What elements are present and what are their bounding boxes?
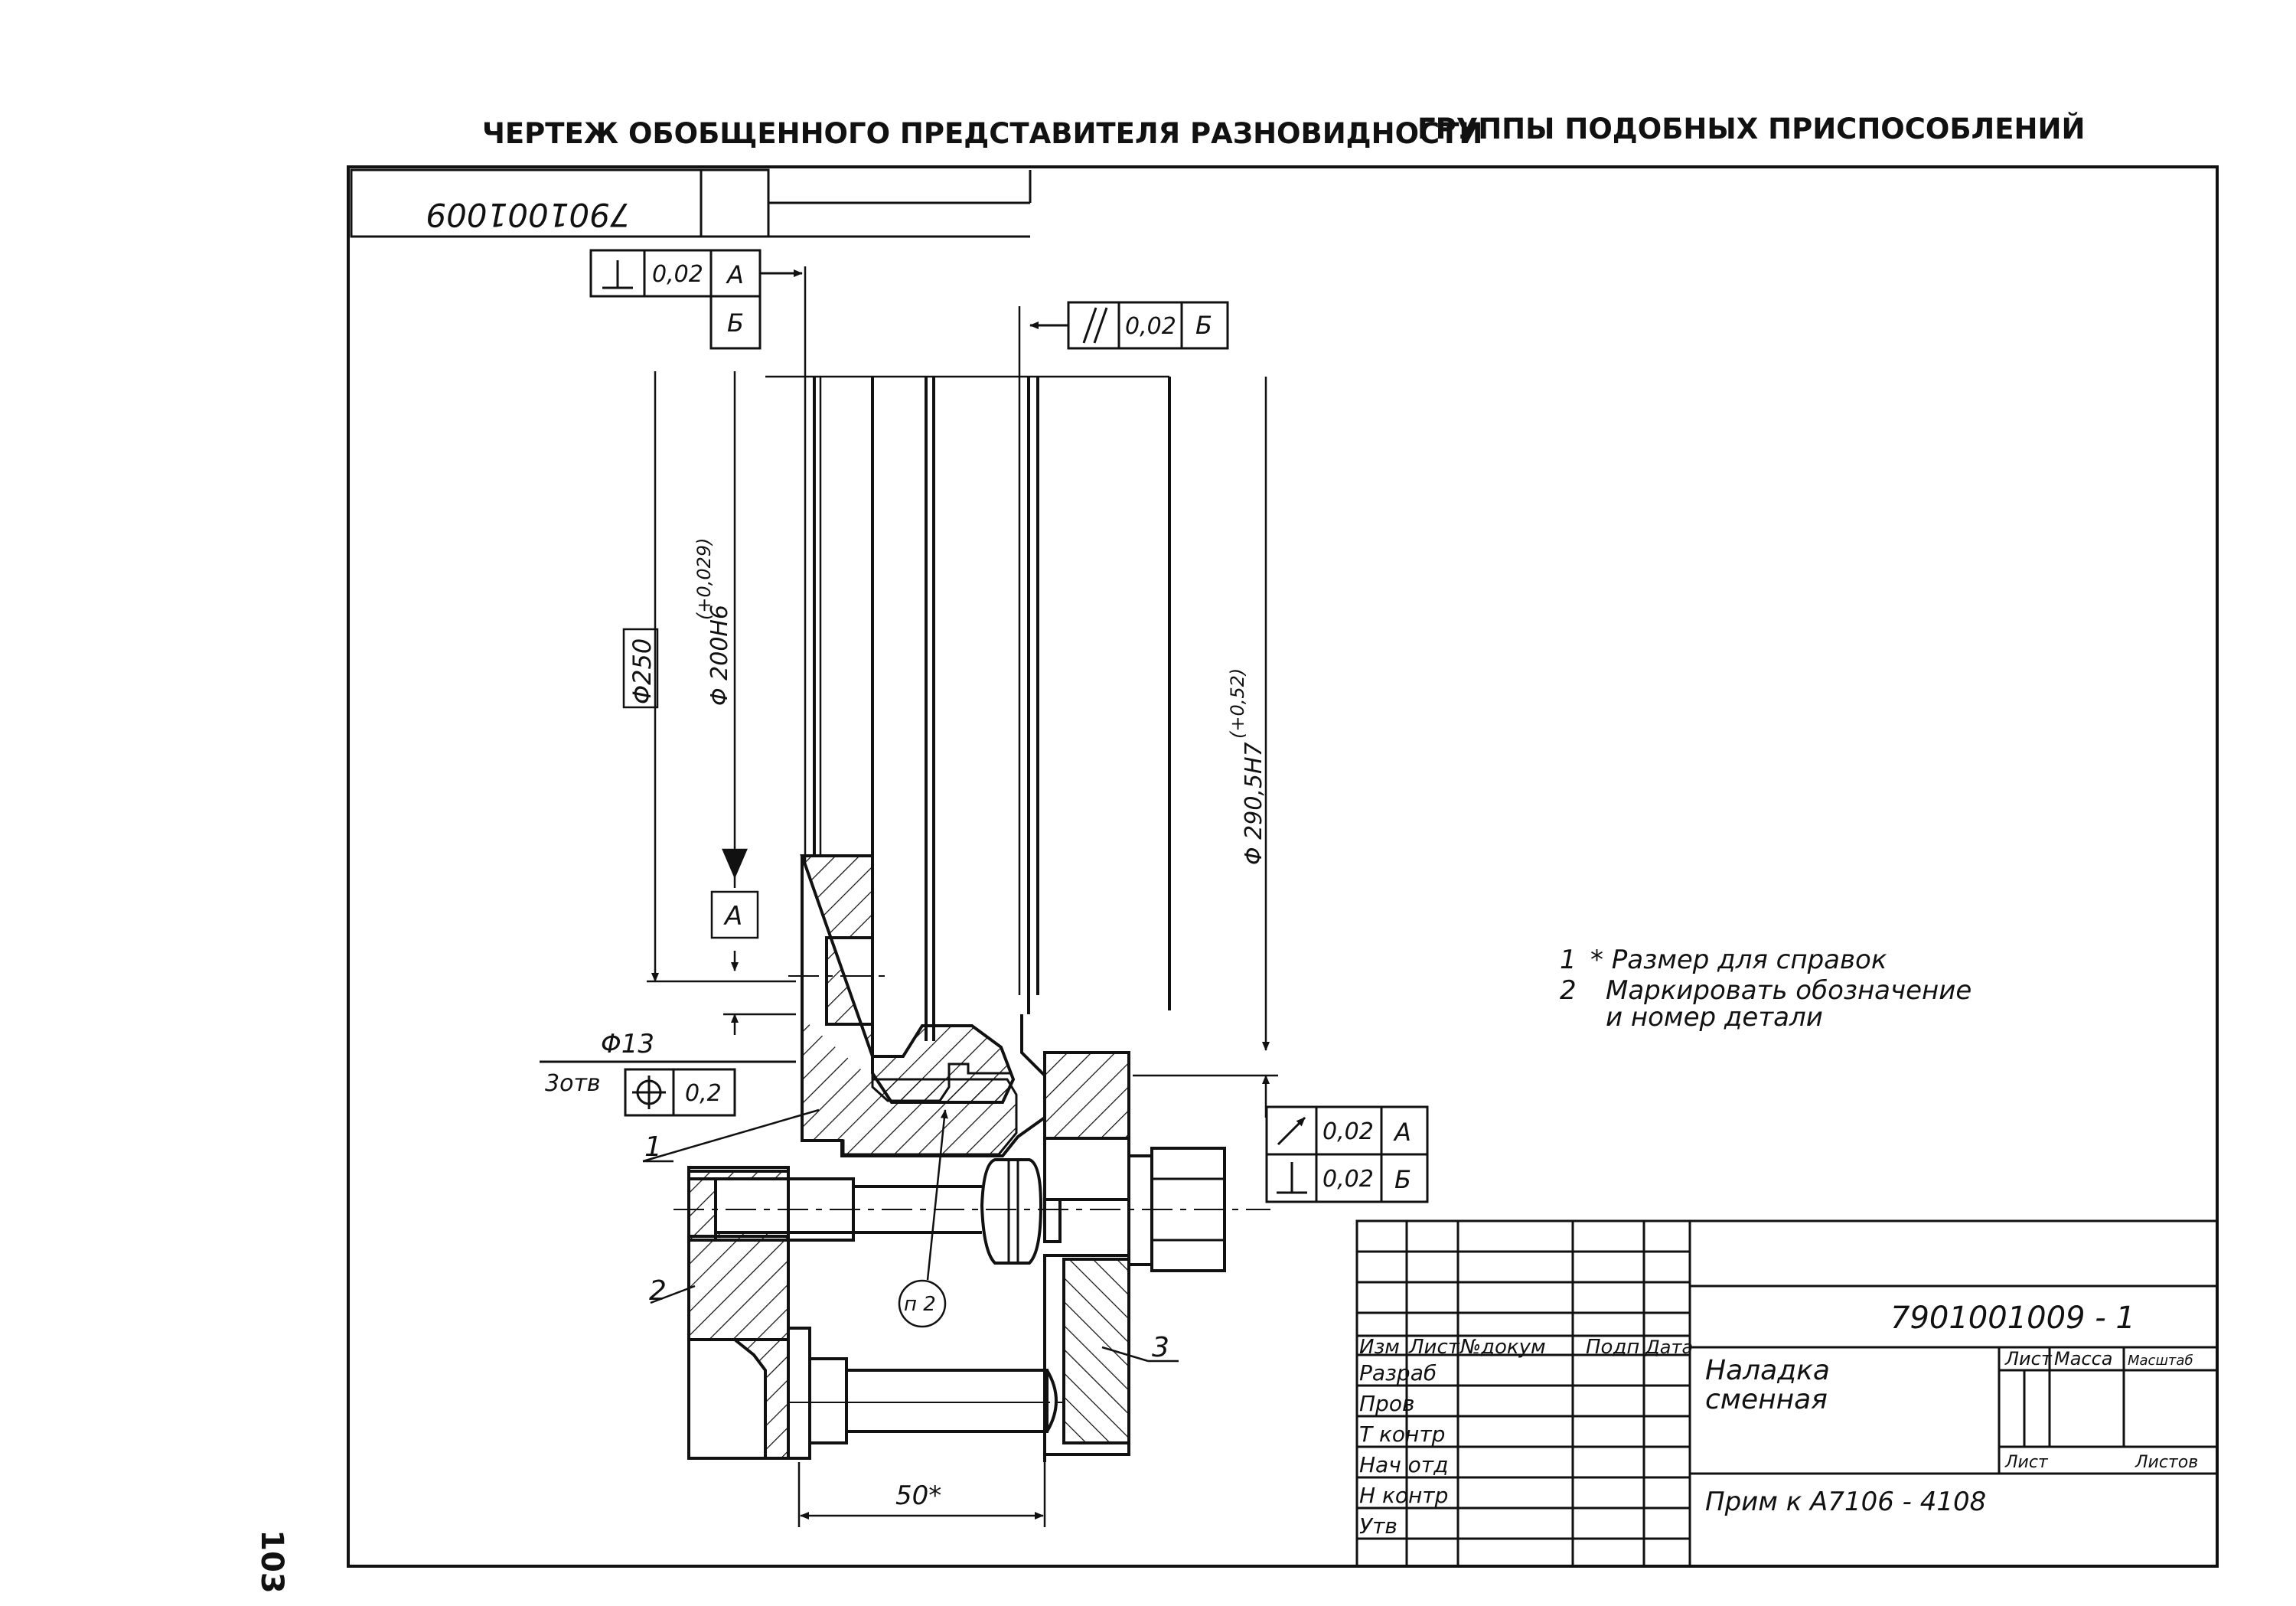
callout-p2: п 2 [904, 1293, 936, 1316]
pos-holes: 3отв [545, 1070, 601, 1097]
tolerance-frame-perp-bottom: 0,02 Б [1265, 1153, 1429, 1203]
tb-scale: Масштаб [2128, 1353, 2193, 1369]
tol-value: 0,02 [652, 261, 703, 288]
name-line2: сменная [1705, 1384, 1828, 1415]
notes: 1 * Размер для справок 2 Маркировать обо… [1560, 945, 1971, 1033]
note-2-line1: Маркировать обозначение [1606, 975, 1971, 1006]
tb-sheets-label: Листов [2135, 1453, 2198, 1472]
row-utv: Утв [1359, 1513, 1397, 1539]
tb-sheet: Лист [2004, 1348, 2053, 1369]
tol-value: 0,02 [1322, 1166, 1374, 1193]
tol-base2: Б [727, 308, 744, 338]
col-data: Дата [1645, 1337, 1693, 1358]
note-1-text: * Размер для справок [1590, 945, 1887, 975]
row-nkontr: Н контр [1359, 1483, 1448, 1508]
title-block [1355, 1219, 2219, 1568]
pos-value: 0,2 [685, 1080, 722, 1107]
dim-d250: Φ250 [628, 638, 657, 704]
tol-value: 0,02 [1125, 313, 1176, 340]
datum-a: А [723, 901, 742, 932]
applicability: Прим к А7106 - 4108 [1705, 1487, 1986, 1517]
corner-stamp-text: 7901001009 [426, 196, 630, 233]
pos-size: Φ13 [601, 1029, 654, 1059]
drawing-frame [347, 165, 2219, 1568]
dimension-50 [797, 1462, 1046, 1527]
tol-base: А [1393, 1118, 1411, 1147]
col-podp: Подп [1586, 1336, 1639, 1359]
row-razrab: Разраб [1359, 1360, 1437, 1386]
tol-base: Б [1195, 311, 1212, 340]
tolerance-frame-perp-top: 0,02 А Б [589, 249, 803, 350]
p2-callout-circle [898, 1279, 947, 1328]
header-right: ГРУППЫ ПОДОБНЫХ ПРИСПОСОБЛЕНИЙ [1417, 112, 2085, 145]
dimension-d200 [710, 371, 796, 1035]
parallelism-icon [1082, 307, 1097, 344]
dimension-d250 [622, 371, 796, 983]
tb-mass: Масса [2054, 1348, 2113, 1369]
col-list: Лист [1408, 1336, 1460, 1359]
row-nachotd: Нач отд [1359, 1452, 1448, 1477]
dim-50: 50* [895, 1480, 941, 1511]
tb-sheet-label: Лист [2004, 1453, 2049, 1472]
centerlines [673, 975, 1270, 1403]
header-left: ЧЕРТЕЖ ОБОБЩЕННОГО ПРЕДСТАВИТЕЛЯ РАЗНОВИ… [482, 117, 1482, 150]
row-tkontr: Т контр [1359, 1422, 1445, 1447]
tol-base1: А [726, 260, 744, 289]
callout-1: 1 [644, 1131, 662, 1163]
runout-icon [1277, 1116, 1306, 1146]
tol-base: Б [1394, 1165, 1411, 1194]
part-geometry [687, 266, 1226, 1462]
leaders [642, 1108, 1179, 1363]
callout-3: 3 [1152, 1332, 1169, 1363]
dim-d290-tol: (+0,52) [1227, 668, 1248, 739]
tolerance-frame-runout: 0,02 А [1265, 1105, 1429, 1156]
corner-stamp [350, 168, 1032, 238]
col-izm: Изм [1359, 1336, 1400, 1359]
note-1-num: 1 [1560, 945, 1577, 975]
dim-d200: Φ 200Н6 [706, 605, 733, 706]
tolerance-frame-position: Φ13 3отв 0,2 [540, 1029, 796, 1117]
tol-value: 0,02 [1322, 1118, 1374, 1145]
note-2-num: 2 [1560, 975, 1577, 1006]
callout-2: 2 [649, 1275, 667, 1307]
page-number: 103 [254, 1529, 289, 1594]
row-prov: Пров [1359, 1391, 1414, 1416]
doc-number: 7901001009 - 1 [1890, 1301, 2135, 1336]
dim-d200-tol: (+0,029) [693, 537, 715, 620]
name-line1: Наладка [1705, 1355, 1830, 1386]
dim-d290: Φ 290,5Н7 [1241, 742, 1267, 865]
tolerance-frame-parallel: 0,02 Б [1029, 301, 1229, 350]
note-2-line2: и номер детали [1606, 1002, 1823, 1033]
col-dokum: №докум [1459, 1336, 1546, 1359]
